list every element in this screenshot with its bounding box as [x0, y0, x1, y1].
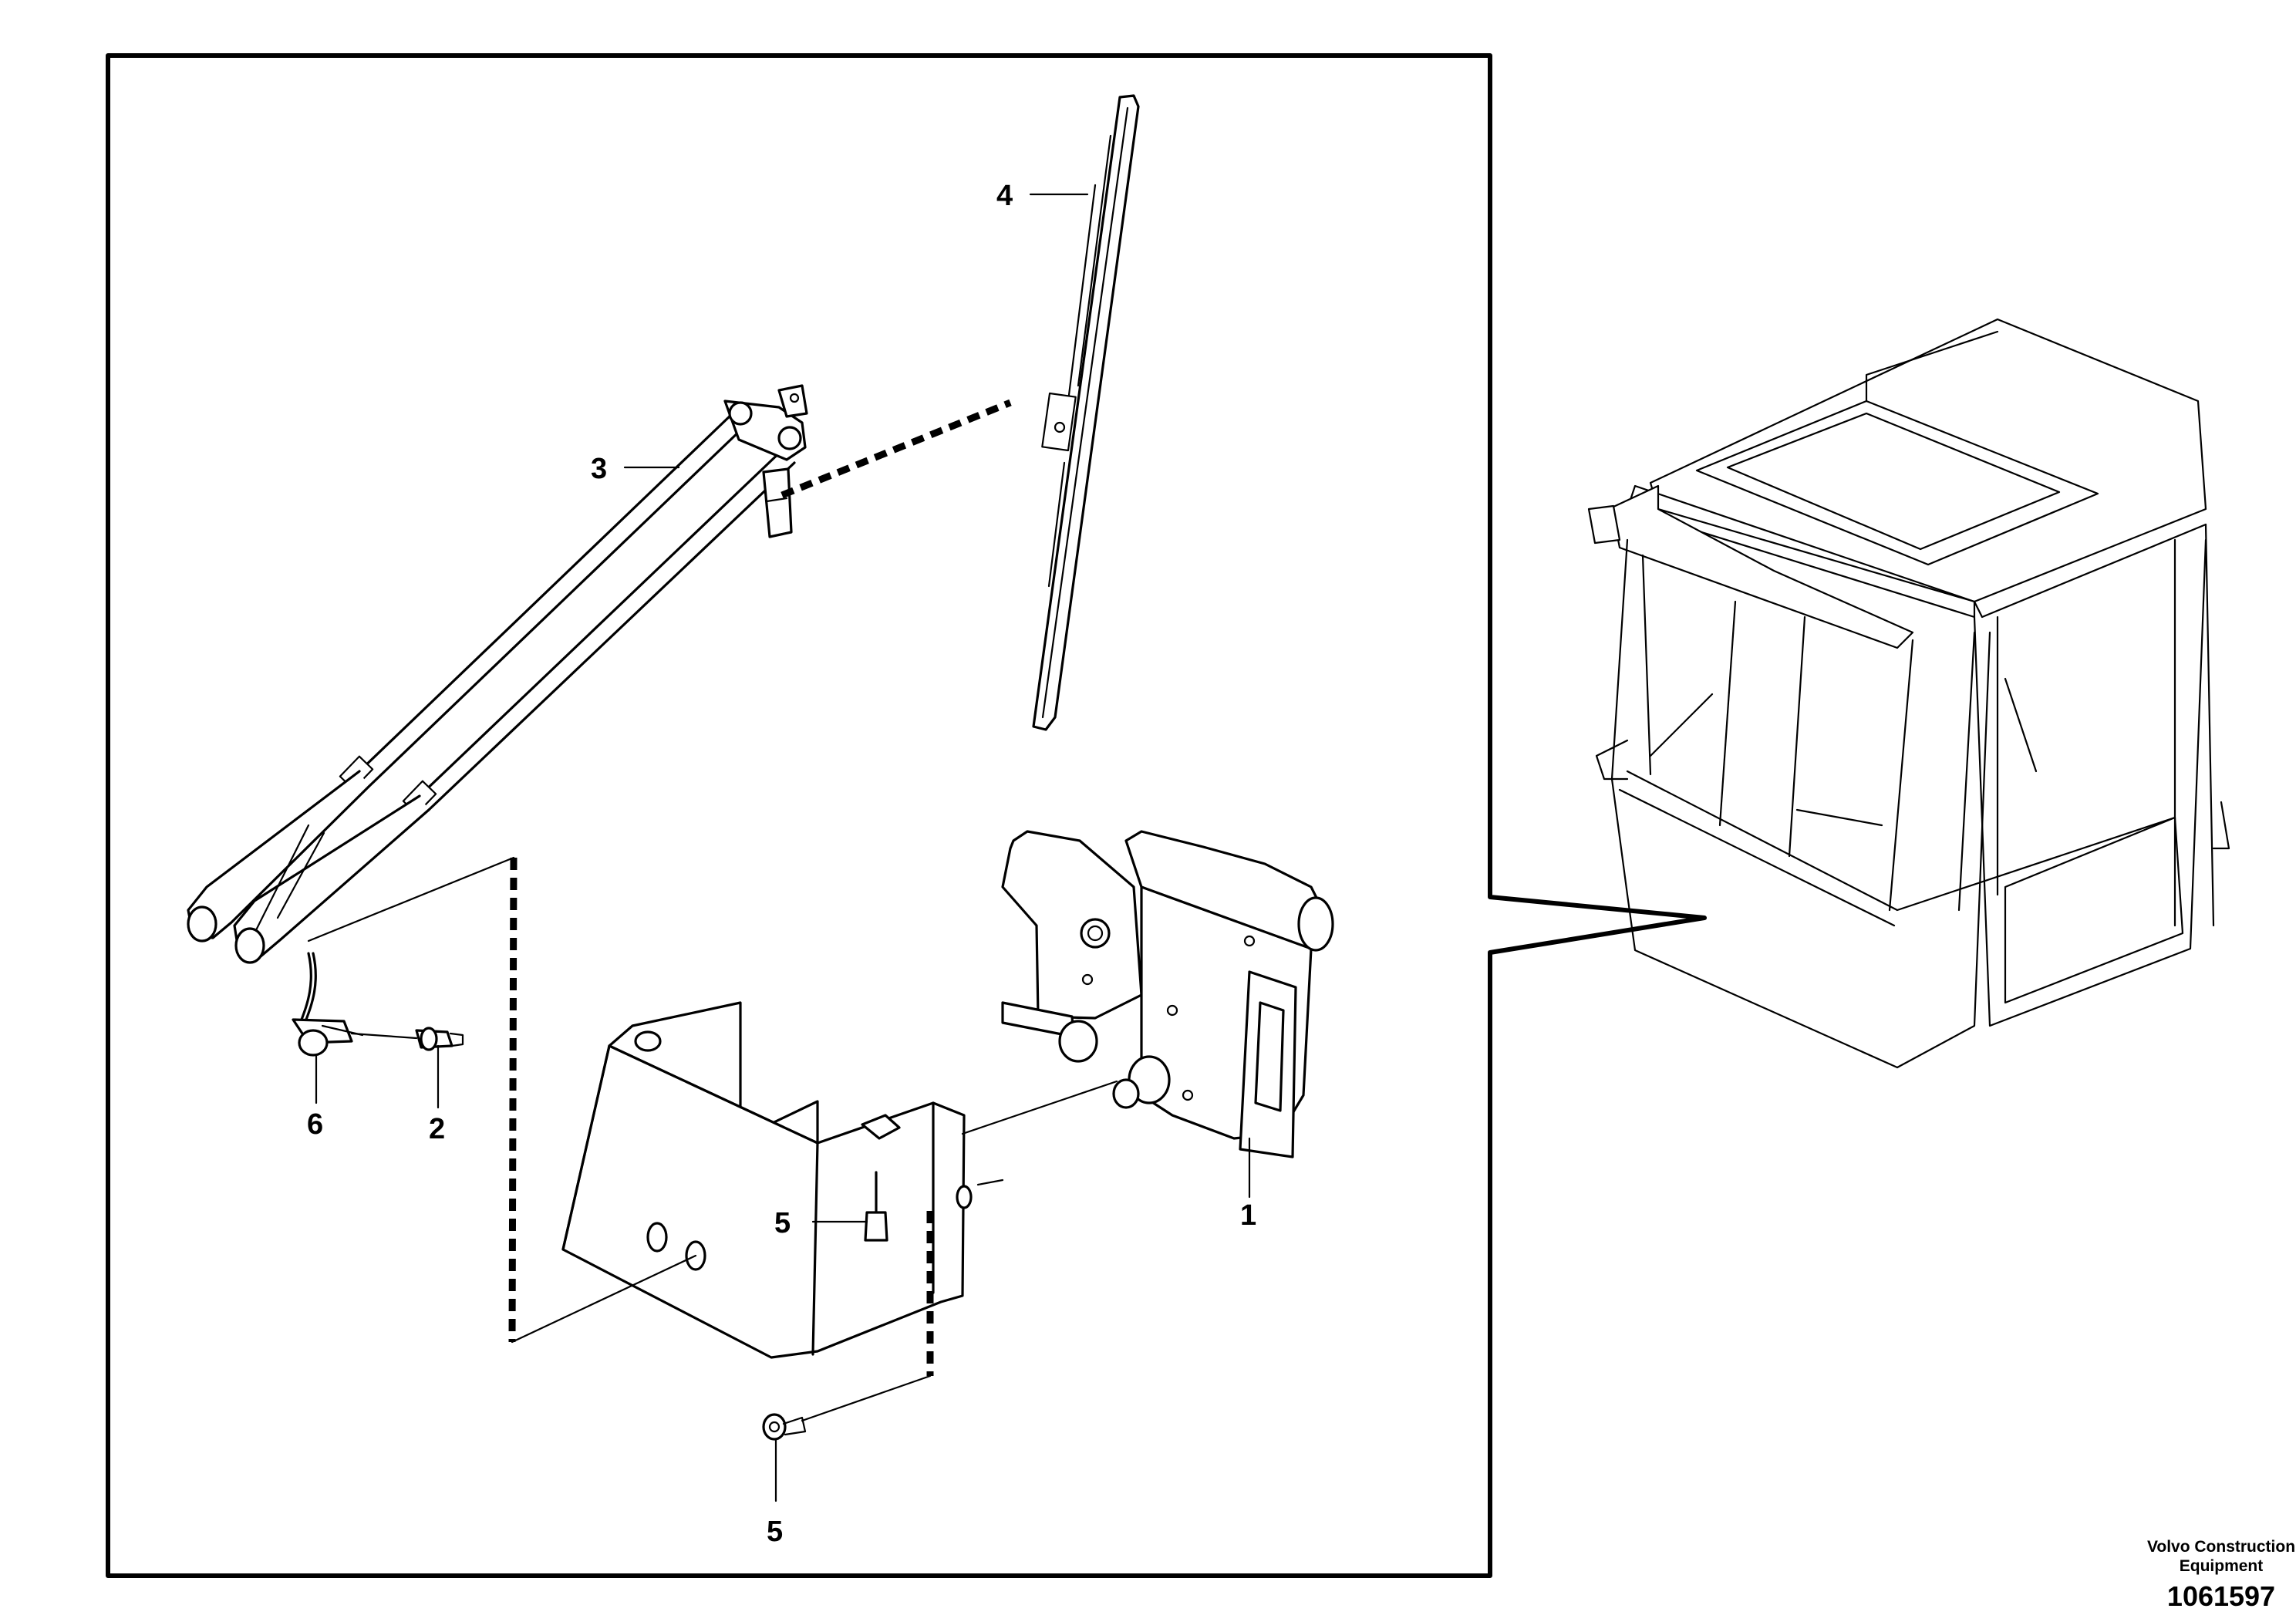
cab-overview: [1587, 318, 2230, 1069]
leader-bracket-hole: [511, 1254, 697, 1344]
washer-nozzle: [415, 1027, 464, 1051]
mounting-bracket: [561, 1001, 973, 1359]
leader-screw-lower: [801, 1374, 932, 1422]
callout-4: 4: [996, 180, 1013, 212]
leader-bracket-motor: [961, 1080, 1118, 1135]
screw-upper: [864, 1171, 888, 1242]
assembly-line-blade: [781, 399, 1012, 499]
callout-1: 1: [1240, 1199, 1256, 1232]
callout-5-upper: 5: [774, 1207, 791, 1239]
wiper-motor: [1001, 830, 1334, 1158]
leader-arm-bracket: [307, 856, 515, 943]
detail-frame: [106, 53, 1707, 1578]
callout-3: 3: [591, 453, 607, 485]
screw-lower: [762, 1413, 807, 1441]
hose-fitting: [292, 1018, 418, 1057]
wiper-blade: [1032, 94, 1140, 731]
callout-5-lower: 5: [767, 1516, 783, 1548]
leader-bracket-tab: [976, 1179, 1004, 1186]
callout-2: 2: [429, 1113, 445, 1145]
company-name-line1: Volvo Construction: [2147, 1538, 2295, 1556]
assembly-line-arm: [508, 857, 518, 1343]
wiper-arm: [187, 384, 808, 1027]
callout-6: 6: [307, 1108, 323, 1141]
figure-number: 1061597: [2167, 1580, 2275, 1612]
company-name-line2: Equipment: [2180, 1557, 2264, 1575]
